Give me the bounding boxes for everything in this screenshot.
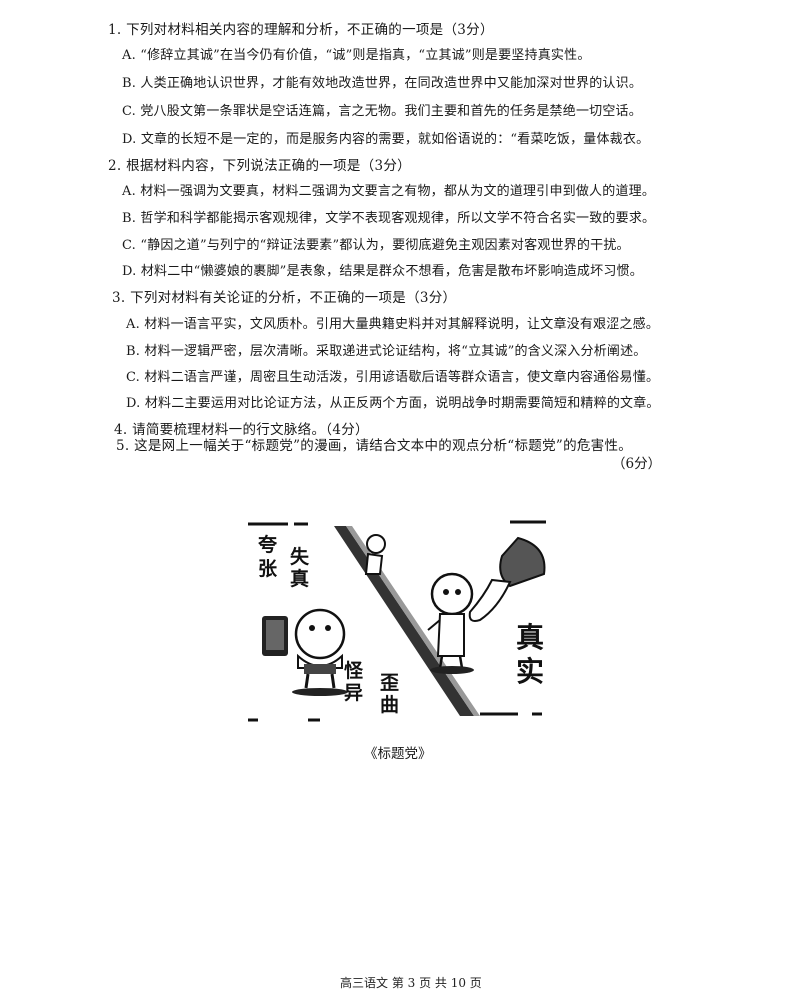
comic-label-zhang: 张 [258,558,278,580]
question-2-option-d: D. 材料二中“懒婆娘的裹脚”是表象，结果是群众不想看，危害是散布坏影响造成坏习… [122,264,643,279]
question-1-option-d: D. 文章的长短不是一定的，而是服务内容的需要，就如俗语说的：“看菜吃饭，量体裁… [122,132,650,147]
question-5-score: （6分） [612,456,662,472]
title-party-comic: 夸 张 失 真 怪 异 歪 曲 真 实 [248,516,548,724]
comic-label-wai: 歪 [380,672,400,694]
question-3-stem: 3. 下列对材料有关论证的分析，不正确的一项是（3分） [112,290,457,306]
comic-label-shi-big: 实 [516,655,545,688]
question-1-stem: 1. 下列对材料相关内容的理解和分析，不正确的一项是（3分） [108,22,494,38]
question-1-option-c: C. 党八股文第一条罪状是空话连篇，言之无物。我们主要和首先的任务是禁绝一切空话… [122,104,642,119]
question-2-option-c: C. “静因之道”与列宁的“辩证法要素”都认为，要彻底避免主观因素对客观世界的干… [122,238,630,253]
comic-label-zhen-big: 真 [516,621,545,654]
question-1-option-a: A. “修辞立其诚”在当今仍有价值，“诚”则是指真，“立其诚”则是要坚持真实性。 [122,48,591,63]
question-2-stem: 2. 根据材料内容，下列说法正确的一项是（3分） [108,158,411,174]
comic-label-zhen: 真 [290,568,310,590]
question-5-stem: 5. 这是网上一幅关于“标题党”的漫画，请结合文本中的观点分析“标题党”的危害性… [116,438,633,454]
comic-label-shi: 失 [290,546,310,568]
question-3-option-b: B. 材料一逻辑严密，层次清晰。采取递进式论证结构，将“立其诚”的含义深入分析阐… [126,344,647,359]
question-4-stem: 4. 请简要梳理材料一的行文脉络。（4分） [114,422,369,438]
question-2-option-b: B. 哲学和科学都能揭示客观规律，文学不表现客观规律，所以文学不符合名实一致的要… [122,211,656,226]
comic-label-yi: 异 [344,682,364,704]
comic-drawing [248,520,546,722]
question-3-option-d: D. 材料二主要运用对比论证方法，从正反两个方面，说明战争时期需要简短和精粹的文… [126,396,660,411]
comic-label-qu: 曲 [380,694,400,716]
question-1-option-b: B. 人类正确地认识世界，才能有效地改造世界，在同改造世界中又能加深对世界的认识… [122,76,643,91]
comic-label-kua: 夸 [258,534,278,556]
question-3-option-a: A. 材料一语言平实，文风质朴。引用大量典籍史料并对其解释说明，让文章没有艰涩之… [126,317,660,332]
page-footer: 高三语文 第 3 页 共 10 页 [340,976,482,990]
question-3-option-c: C. 材料二语言严谨，周密且生动活泼，引用谚语歇后语等群众语言，使文章内容通俗易… [126,370,660,385]
comic-label-guai: 怪 [344,660,364,682]
question-2-option-a: A. 材料一强调为文要真，材料二强调为文要言之有物，都从为文的道理引申到做人的道… [122,184,656,199]
comic-caption: 《标题党》 [364,746,432,762]
